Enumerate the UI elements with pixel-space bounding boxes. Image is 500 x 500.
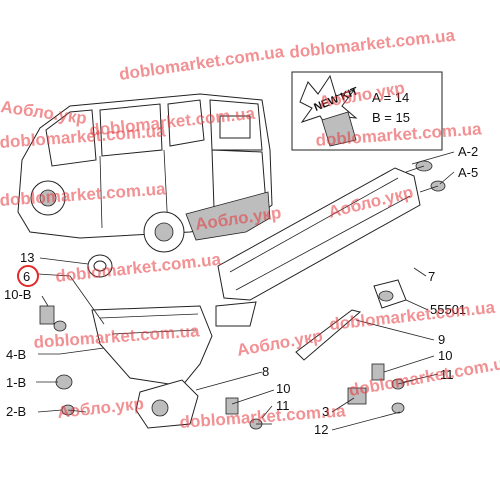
kit-line-a: A = 14 [372,90,409,105]
corner-bumper [91,305,213,387]
leader-lines [36,151,455,431]
bumper-beam [215,167,421,327]
label-9: 9 [438,332,445,347]
left-small-parts [39,305,87,416]
watermark: doblomarket.com.ua [54,250,222,286]
label-3: 3 [322,404,329,419]
label-7: 7 [428,269,435,284]
part-labels: A-2 A-5 13 6 10-B 4-B 1-B 2-B 7 55501 9 … [4,144,478,437]
cap-13 [87,254,113,278]
bumper-trim [295,309,362,361]
label-13: 13 [20,250,34,265]
kit-line-b: B = 15 [372,110,410,125]
label-11-mid: 11 [276,398,290,413]
label-11-right: 11 [440,367,454,382]
van-illustration [17,93,273,253]
label-10-mid: 10 [276,381,290,396]
right-small-parts [225,363,415,430]
label-12: 12 [314,422,328,437]
watermark: Аобло.укр [0,97,88,128]
new-kit-starburst [299,74,358,134]
label-a5: A-5 [458,165,478,180]
label-4b: 4-B [6,347,26,362]
label-10b-left: 10-B [4,287,31,302]
watermark: doblomarket.com.ua [288,26,456,62]
label-55501: 55501 [430,302,466,317]
kit-box: NEW KIT A = 14 B = 15 [291,71,443,151]
highlight-ring [17,265,39,287]
label-a2: A-2 [458,144,478,159]
watermark: Аобло.укр [235,326,324,360]
watermark: doblomarket.com.ua [118,42,286,84]
lamp-housing [135,379,199,429]
label-8: 8 [262,364,269,379]
label-10-right: 10 [438,348,452,363]
label-6: 6 [23,269,30,284]
bump-stop [373,279,407,309]
label-1b: 1-B [6,375,26,390]
label-2b: 2-B [6,404,26,419]
bolts-top-right [405,160,446,193]
watermark: Аобло.укр [56,394,144,422]
